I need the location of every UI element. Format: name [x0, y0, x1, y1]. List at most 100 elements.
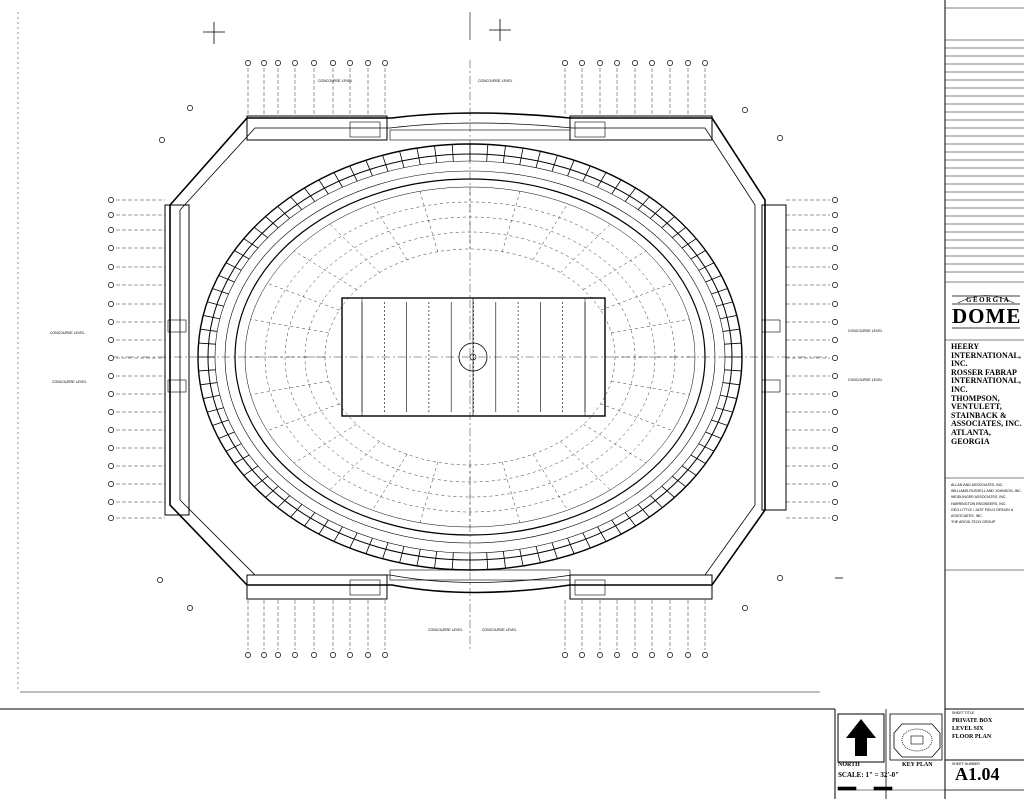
box-divider	[218, 431, 235, 439]
grid-bubble	[108, 197, 114, 203]
aisle-line	[600, 283, 673, 311]
aisle-line	[611, 318, 690, 334]
grid-bubble	[108, 391, 114, 397]
sheet-title: PRIVATE BOX LEVEL SIX FLOOR PLAN	[952, 717, 992, 741]
grid-bubble	[832, 445, 838, 451]
grid-bubble	[108, 499, 114, 505]
aisle-line	[267, 403, 340, 431]
grid-bubble	[108, 337, 114, 343]
sheet-title-line-1: PRIVATE BOX	[952, 718, 993, 724]
box-divider	[225, 262, 242, 271]
grid-bubble	[832, 515, 838, 521]
box-divider	[333, 172, 343, 188]
grid-bubble	[365, 652, 371, 658]
box-divider	[711, 288, 728, 295]
box-divider	[722, 328, 740, 332]
box-divider	[399, 151, 405, 168]
aisle-line	[250, 380, 329, 396]
grid-bubble	[832, 499, 838, 505]
architect-firms: HEERY INTERNATIONAL, INC. ROSSER FABRAP …	[951, 342, 1023, 446]
sheet-title-label: SHEET TITLE	[952, 711, 975, 715]
sheet-number-label: SHEET NUMBER	[952, 762, 980, 766]
box-divider	[382, 542, 389, 559]
box-divider	[234, 250, 250, 260]
box-divider	[650, 495, 663, 508]
aisle-line	[560, 441, 611, 491]
box-divider	[243, 465, 259, 476]
key-plan-icon	[889, 713, 943, 761]
grid-bubble	[579, 60, 585, 66]
grid-bubble	[777, 135, 783, 141]
box-divider	[451, 144, 454, 162]
consultant-4: HARRINGTON ENGINEERS, INC.	[951, 501, 1007, 506]
box-divider	[207, 301, 224, 307]
left-lower-note: CONCOURSE LEVEL	[52, 380, 87, 384]
grid-bubble	[108, 301, 114, 307]
consultant-6: THE ARCHI-TECH GROUP	[951, 520, 996, 525]
box-divider	[637, 504, 650, 518]
box-divider	[720, 394, 737, 399]
box-divider	[225, 443, 242, 452]
aisle-line	[532, 203, 568, 260]
aisle-line	[419, 462, 438, 523]
title-block-rules	[945, 7, 1024, 571]
aisle-line	[419, 191, 438, 252]
box-divider	[698, 262, 715, 271]
box-divider	[722, 382, 740, 386]
grid-bubble	[562, 60, 568, 66]
box-divider	[218, 275, 235, 283]
grid-bubble	[275, 60, 281, 66]
grid-bubble	[702, 60, 708, 66]
grid-bubble	[261, 652, 267, 658]
private-box-dividers	[198, 144, 742, 570]
box-divider	[290, 196, 303, 210]
aisle-line	[329, 441, 380, 491]
grid-bubble	[347, 60, 353, 66]
grid-bubble	[159, 137, 165, 143]
registration-marks	[203, 19, 843, 579]
left-upper-note: CONCOURSE LEVEL	[50, 331, 85, 335]
box-divider	[416, 148, 421, 165]
box-divider	[502, 551, 506, 569]
grid-bubble	[311, 652, 317, 658]
aisle-line	[502, 462, 521, 523]
box-divider	[535, 151, 541, 168]
aisle-line	[329, 223, 380, 273]
box-divider	[611, 519, 622, 535]
grid-bubble	[832, 319, 838, 325]
consultant-3: WEIDLINGER ASSOCIATES, INC.	[951, 495, 1007, 500]
grid-bubble	[108, 264, 114, 270]
grid-bubble	[832, 197, 838, 203]
sheet-number: A1.04	[955, 764, 1000, 784]
grid-bubble	[742, 107, 748, 113]
grid-bubble	[382, 652, 388, 658]
grid-bubble	[330, 652, 336, 658]
box-divider	[661, 216, 675, 229]
grid-bubble	[667, 60, 673, 66]
aisle-line	[267, 283, 340, 311]
box-divider	[207, 407, 224, 413]
grid-bubble	[632, 652, 638, 658]
grid-bubble	[292, 60, 298, 66]
box-divider	[212, 419, 229, 426]
grid-bubble	[108, 355, 114, 361]
box-divider	[690, 250, 706, 260]
aisle-line	[600, 403, 673, 431]
box-divider	[597, 526, 607, 542]
north-label: NORTH	[838, 762, 860, 768]
project-wordmark-top: GEORGIA	[966, 296, 1011, 304]
grid-bubble	[365, 60, 371, 66]
grid-bubble	[597, 60, 603, 66]
grid-bubble	[667, 652, 673, 658]
box-divider	[486, 144, 489, 162]
consultant-5: GEO-LITTLE / JUST FIELD DESIGN & ASSOCIA…	[951, 507, 1014, 519]
grid-bubble	[245, 60, 251, 66]
project-wordmark-main: DOME	[952, 304, 1022, 328]
aisle-line	[250, 318, 329, 334]
box-divider	[198, 342, 216, 345]
grid-bubble	[742, 605, 748, 611]
aisle-line	[583, 424, 647, 464]
grid-bubble	[261, 60, 267, 66]
box-divider	[567, 160, 575, 177]
box-divider	[690, 454, 706, 464]
